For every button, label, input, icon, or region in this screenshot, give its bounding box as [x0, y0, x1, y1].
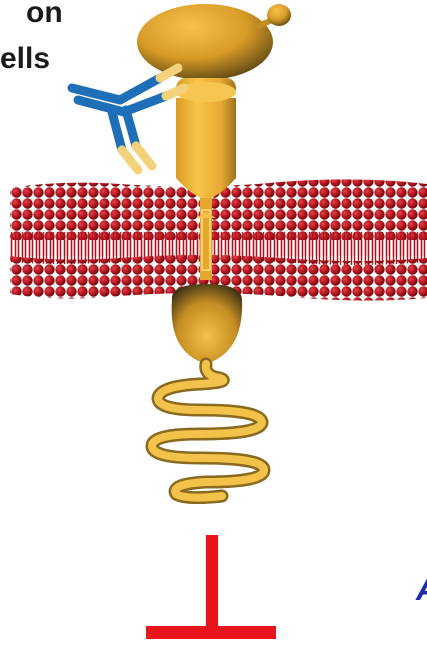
receptor-stalk: [176, 78, 236, 200]
receptor-coiled-tail: [152, 364, 264, 498]
y-shaped-antibody-icon: [72, 68, 184, 170]
edge-letter: A: [415, 571, 427, 607]
cell-membrane: [10, 179, 427, 300]
label-second-line: ells: [0, 42, 50, 75]
receptor-head: [137, 4, 291, 80]
inhibition-t-bar-icon: [146, 535, 276, 639]
receptor-intracellular-domain: [172, 284, 242, 364]
label-top-line: on: [26, 0, 63, 29]
